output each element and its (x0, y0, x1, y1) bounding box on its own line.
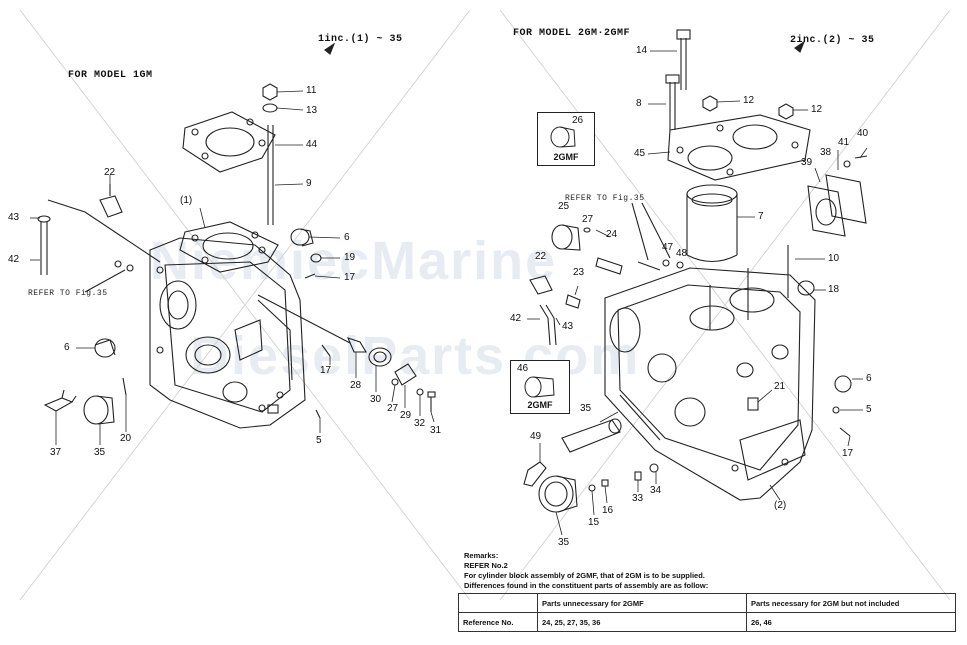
inset-2gmf-26: 26 2GMF (537, 112, 595, 166)
callout-45: 45 (634, 148, 646, 159)
refer-fig-label-left: REFER TO Fig.35 (28, 289, 108, 298)
callout-17-upper: 17 (344, 272, 356, 283)
callout-5: 5 (866, 404, 872, 415)
callout-15: 15 (588, 517, 600, 528)
callout-28: 28 (350, 380, 362, 391)
remarks-line-1: REFER No.2 (464, 561, 508, 570)
callout-8: 8 (636, 98, 642, 109)
inset-46-part (524, 376, 555, 398)
callout-32: 32 (414, 418, 426, 429)
callout-41: 41 (838, 137, 850, 148)
callout-22: 22 (535, 251, 547, 262)
left-model-header: FOR MODEL 1GM (68, 70, 153, 81)
refer-fig-label-right: REFER TO Fig.35 (565, 194, 645, 203)
callout-6-upper: 6 (344, 232, 350, 243)
callout-33: 33 (632, 493, 644, 504)
callout-12-left: 12 (743, 95, 755, 106)
callout-10: 10 (828, 253, 840, 264)
callout-42: 42 (8, 254, 20, 265)
callout-27: 27 (582, 214, 594, 225)
callout-5: 5 (316, 435, 322, 446)
left-range-header: 1inc.(1) ~ 35 (318, 34, 403, 45)
callout-39: 39 (801, 157, 813, 168)
differences-table: Parts unnecessary for 2GMF Parts necessa… (458, 593, 956, 632)
head-gasket-1gm (179, 221, 279, 273)
callout-9: 9 (306, 178, 312, 189)
callout-30: 30 (370, 394, 382, 405)
callout-24: 24 (606, 229, 618, 240)
right-range-header: 2inc.(2) ~ 35 (790, 35, 875, 46)
callout-29: 29 (400, 410, 412, 421)
table-col2-value: 26, 46 (746, 612, 956, 632)
callout-22: 22 (104, 167, 116, 178)
remarks-line-2: For cylinder block assembly of 2GMF, tha… (464, 571, 705, 580)
callout-12-right: 12 (811, 104, 823, 115)
callout-18: 18 (828, 284, 840, 295)
callout-14: 14 (636, 45, 648, 56)
callout-assembly-1: (1) (180, 195, 193, 206)
callout-35-lower: 35 (558, 537, 570, 548)
callout-40: 40 (857, 128, 869, 139)
callout-35: 35 (94, 447, 106, 458)
callout-34: 34 (650, 485, 662, 496)
callout-31: 31 (430, 425, 442, 436)
inset-46-label: 2GMF (527, 400, 553, 410)
callout-13: 13 (306, 105, 318, 116)
callout-48: 48 (676, 248, 688, 259)
cylinder-block-1gm (149, 237, 306, 429)
callout-21: 21 (774, 381, 786, 392)
head-gasket-45 (667, 114, 811, 181)
callout-17-lower: 17 (320, 365, 332, 376)
callout-16: 16 (602, 505, 614, 516)
callout-38: 38 (820, 147, 832, 158)
cylinder-block-2gm (604, 267, 816, 501)
cylinder-liner-7 (686, 184, 738, 263)
remarks-block: Remarks: REFER No.2 For cylinder block a… (464, 551, 708, 591)
callout-27: 27 (387, 403, 399, 414)
table-row: Reference No. 24, 25, 27, 35, 36 26, 46 (458, 612, 956, 632)
inset-2gmf-46: 46 2GMF (510, 360, 570, 414)
right-model-header: FOR MODEL 2GM·2GMF (513, 28, 631, 39)
callout-7: 7 (758, 211, 764, 222)
callout-46: 46 (517, 363, 529, 374)
table-empty-cell (458, 593, 538, 613)
callout-26: 26 (572, 115, 584, 126)
table-col2-header: Parts necessary for 2GM but not included (746, 593, 956, 613)
inset-26-label: 2GMF (553, 152, 579, 162)
table-header-row: Parts unnecessary for 2GMF Parts necessa… (458, 593, 956, 613)
callout-19: 19 (344, 252, 356, 263)
callout-35-upper: 35 (580, 403, 592, 414)
callout-17: 17 (842, 448, 854, 459)
table-col1-value: 24, 25, 27, 35, 36 (537, 612, 747, 632)
callout-6: 6 (866, 373, 872, 384)
callout-43: 43 (8, 212, 20, 223)
callout-23: 23 (573, 267, 585, 278)
remarks-title: Remarks: (464, 551, 499, 560)
callout-44: 44 (306, 139, 318, 150)
table-col1-header: Parts unnecessary for 2GMF (537, 593, 747, 613)
inset-26-part (550, 126, 576, 148)
gasket-44 (182, 111, 276, 173)
callout-25: 25 (558, 201, 570, 212)
callout-37: 37 (50, 447, 62, 458)
callout-49: 49 (530, 431, 542, 442)
callout-assembly-2: (2) (774, 500, 787, 511)
callout-6-lower: 6 (64, 342, 70, 353)
callout-11: 11 (306, 85, 317, 96)
callout-47: 47 (662, 242, 674, 253)
callout-20: 20 (120, 433, 132, 444)
remarks-line-3: Differences found in the constituent par… (464, 581, 709, 590)
table-row-label: Reference No. (458, 612, 538, 632)
callout-43: 43 (562, 321, 574, 332)
callout-42: 42 (510, 313, 522, 324)
